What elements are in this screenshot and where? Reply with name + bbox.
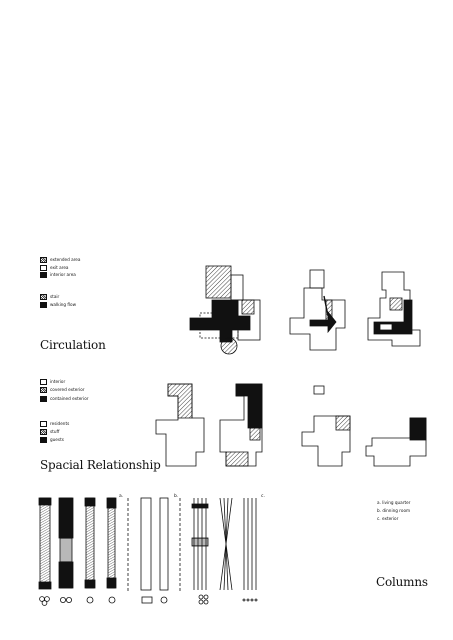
legend-label: interior <box>50 378 66 384</box>
section-title-spacial: Spacial Relationship <box>40 458 161 472</box>
legend-label: covered exterior <box>50 386 85 392</box>
legend-residents: residents <box>40 420 69 428</box>
legend-swatch-white <box>40 265 47 271</box>
legend-interior: interior <box>40 378 65 386</box>
legend-stuff: stuff <box>40 428 59 436</box>
legend-swatch-hatch <box>40 387 47 393</box>
legend-label: contained exterior <box>50 395 89 401</box>
legend-swatch-hatch <box>40 257 47 263</box>
legend-interior-area: interior area <box>40 271 76 279</box>
legend-label: interior area <box>50 271 76 277</box>
legend-swatch-solid <box>40 437 47 443</box>
legend-swatch-white <box>40 421 47 427</box>
column-group-letter-a: a. <box>119 494 124 499</box>
legend-swatch-solid <box>40 272 47 278</box>
legend-label: stuff <box>50 428 60 434</box>
legend-swatch-solid <box>40 396 47 402</box>
legend-label: extended area <box>50 256 81 262</box>
column-note-a: a. living quarter <box>377 500 411 505</box>
legend-swatch-hatch <box>40 429 47 435</box>
legend-stair: stair <box>40 293 59 301</box>
legend-exit-area: exit area <box>40 264 68 272</box>
legend-swatch-white <box>40 379 47 385</box>
legend-label: residents <box>50 420 70 426</box>
section-title-columns: Columns <box>376 575 428 589</box>
legend-label: walking flow <box>50 301 77 307</box>
column-note-b: b. dinning room <box>377 508 411 513</box>
legend-swatch-hatch <box>40 294 47 300</box>
legend-label: stair <box>50 293 60 299</box>
column-group-letter-c: c. <box>261 494 265 499</box>
legend-contained-exterior: contained exterior <box>40 395 88 403</box>
column-note-c: c. exterior <box>377 516 399 521</box>
legend-swatch-solid <box>40 302 47 308</box>
legend-covered-exterior: covered exterior <box>40 386 84 394</box>
legend-walking-flow: walking flow <box>40 301 76 309</box>
section-title-circulation: Circulation <box>40 338 106 352</box>
column-group-letter-b: b. <box>174 494 179 499</box>
legend-extended-area: extended area <box>40 256 80 264</box>
legend-label: exit area <box>50 264 69 270</box>
legend-guests: guests <box>40 436 64 444</box>
legend-label: guests <box>50 436 64 442</box>
